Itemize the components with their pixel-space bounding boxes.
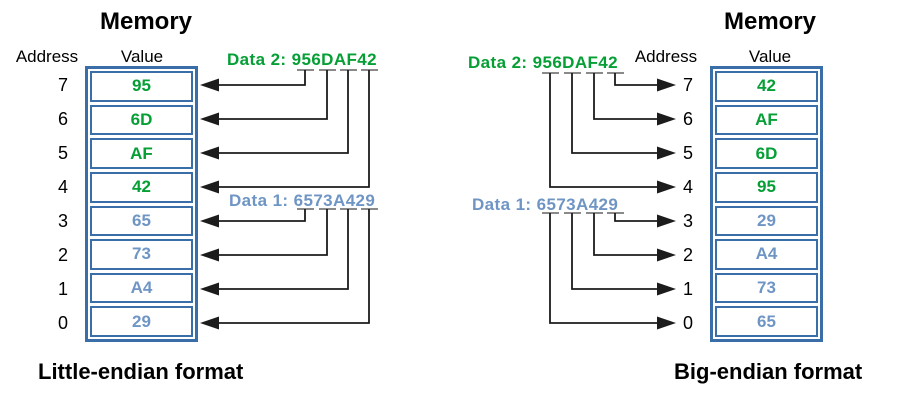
left-address-6: 6 [57,109,68,129]
right-address-1: 1 [682,279,693,299]
connector-left-6D-to-addr6 [217,70,328,120]
right-data2-connectors [549,73,676,194]
right-value-header: Value [748,47,792,66]
right-address-4: 4 [682,177,693,197]
memory-cell: AF [715,104,818,136]
arrowhead-left-addr7 [200,78,219,92]
memory-cell: 95 [715,171,818,203]
right-address-3: 3 [682,211,693,231]
left-address-5: 5 [57,143,68,163]
arrowhead-left-addr0 [200,316,219,330]
left-address-0: 0 [57,313,68,333]
connector-right-95-to-addr4 [549,73,659,188]
memory-cell: AF [90,138,193,169]
memory-cell: 65 [90,205,193,237]
connector-right-6D-to-addr5 [571,73,659,154]
memory-cell: 29 [715,205,818,237]
left-address-3: 3 [57,211,68,231]
connector-right-65-to-addr0 [549,213,659,324]
memory-cell: 42 [715,71,818,102]
memory-cell: A4 [90,272,193,304]
right-data1-connectors [549,213,676,330]
memory-cell: 73 [90,239,193,270]
right-address-6: 6 [682,109,693,129]
connector-right-42-to-addr7 [614,73,659,86]
right-data1-label: Data 1: 6573A429 [472,195,619,214]
connector-left-73-to-addr2 [217,209,328,256]
left-memory-title: Memory [99,8,193,35]
arrowhead-left-addr2 [200,248,219,262]
left-value-header: Value [120,47,164,66]
arrowhead-left-addr4 [200,180,219,194]
left-data1-label: Data 1: 6573A429 [229,191,376,210]
connector-right-29-to-addr3 [614,213,659,222]
left-address-1: 1 [57,279,68,299]
right-address-2: 2 [682,245,693,265]
connector-left-AF-to-addr5 [217,70,349,154]
connector-right-AF-to-addr6 [593,73,659,120]
connector-right-A4-to-addr2 [593,213,659,256]
right-memory-title: Memory [723,8,817,35]
connector-right-73-to-addr1 [571,213,659,290]
left-data1-connectors [200,209,370,330]
big-endian-caption: Big-endian format [674,359,863,384]
left-address-4: 4 [57,177,68,197]
arrowhead-left-addr6 [200,112,219,126]
right-address-5: 5 [682,143,693,163]
memory-cell: 6D [715,138,818,169]
memory-cell: 73 [715,272,818,304]
right-address-header: Address [634,47,698,66]
left-data2-connectors [200,70,370,194]
left-address-header: Address [15,47,79,66]
arrowhead-left-addr5 [200,146,219,160]
memory-cell: A4 [715,239,818,270]
memory-cell: 65 [715,306,818,337]
little-endian-caption: Little-endian format [38,359,244,384]
memory-cell: 42 [90,171,193,203]
connector-left-95-to-addr7 [217,70,306,86]
memory-cell: 6D [90,104,193,136]
connector-left-42-to-addr4 [217,70,370,188]
memory-cell: 29 [90,306,193,337]
arrowhead-left-addr1 [200,282,219,296]
left-memory-table: 95 6D AF 42 65 73 A4 29 [85,66,198,342]
right-memory-table: 42 AF 6D 95 29 A4 73 65 [710,66,823,342]
left-address-2: 2 [57,245,68,265]
right-address-0: 0 [682,313,693,333]
connector-left-29-to-addr0 [217,209,370,324]
left-data2-label: Data 2: 956DAF42 [227,50,378,69]
left-address-7: 7 [57,75,68,95]
right-data2-label: Data 2: 956DAF42 [468,53,619,72]
right-address-7: 7 [682,75,693,95]
connector-left-A4-to-addr1 [217,209,349,290]
memory-cell: 95 [90,71,193,102]
arrowhead-left-addr3 [200,214,219,228]
